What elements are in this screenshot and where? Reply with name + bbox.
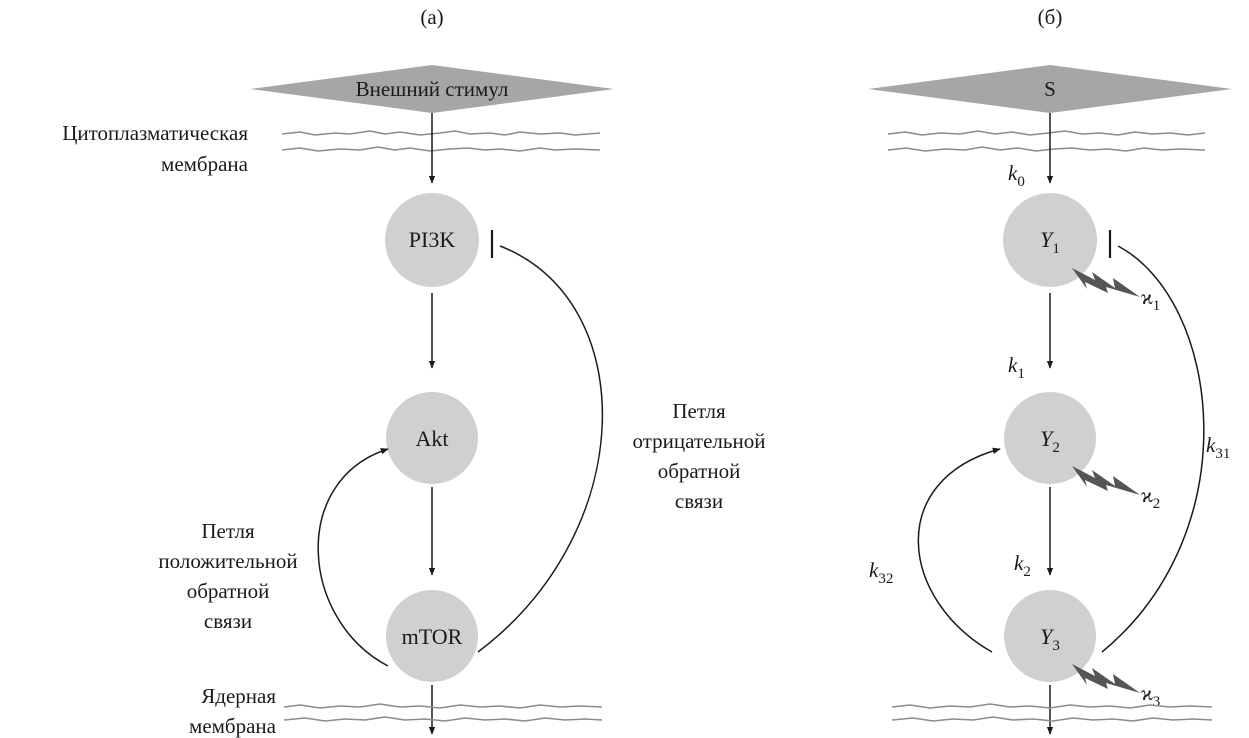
degradation-bolt-3 xyxy=(1072,664,1140,693)
cyto-membrane-label-2: мембрана xyxy=(161,152,249,176)
node-y3-label: Y3 xyxy=(1040,624,1060,654)
node-y2 xyxy=(1004,392,1096,484)
panel-a-caption: (а) xyxy=(420,5,443,29)
degradation-bolt-1 xyxy=(1072,268,1140,297)
negative-loop-label: Петля отрицательной обратной связи xyxy=(633,399,766,513)
svg-text:связи: связи xyxy=(675,489,723,513)
node-y3 xyxy=(1004,590,1096,682)
rate-k32: k32 xyxy=(869,558,893,587)
svg-text:Петля: Петля xyxy=(672,399,726,423)
svg-text:обратной: обратной xyxy=(187,579,270,603)
stimulus-label: Внешний стимул xyxy=(356,77,509,101)
rate-k31: k31 xyxy=(1206,433,1230,462)
kappa-1: ϰ1 xyxy=(1141,285,1160,314)
svg-text:Петля: Петля xyxy=(201,519,255,543)
svg-text:обратной: обратной xyxy=(658,459,741,483)
node-pi3k-label: PI3K xyxy=(409,227,456,252)
node-mtor-label: mTOR xyxy=(402,624,463,649)
panel-b-caption: (б) xyxy=(1038,5,1063,29)
membrane-top xyxy=(887,130,1206,152)
svg-text:отрицательной: отрицательной xyxy=(633,429,766,453)
rate-k0: k0 xyxy=(1008,161,1025,190)
rate-k1: k1 xyxy=(1008,353,1025,382)
node-y2-label: Y2 xyxy=(1040,426,1060,456)
svg-text:положительной: положительной xyxy=(158,549,297,573)
nuclear-membrane xyxy=(283,703,603,722)
kappa-2: ϰ2 xyxy=(1141,483,1160,512)
degradation-bolt-2 xyxy=(1072,466,1140,495)
membrane-bottom xyxy=(891,703,1213,722)
node-y1-label: Y1 xyxy=(1040,227,1060,257)
node-mtor xyxy=(386,590,478,682)
cytoplasmic-membrane xyxy=(281,130,601,152)
positive-feedback-arc-b xyxy=(917,447,1001,653)
node-akt xyxy=(386,392,478,484)
kappa-3: ϰ3 xyxy=(1141,681,1160,710)
stimulus-diamond xyxy=(250,65,614,113)
stimulus-s-label: S xyxy=(1044,77,1056,101)
nuc-membrane-label-1: Ядерная xyxy=(201,684,276,708)
rate-k2: k2 xyxy=(1014,551,1031,580)
positive-loop-label: Петля положительной обратной связи xyxy=(158,519,297,633)
svg-text:связи: связи xyxy=(204,609,252,633)
node-pi3k xyxy=(385,193,479,287)
negative-feedback-arc xyxy=(477,245,604,653)
node-akt-label: Akt xyxy=(416,426,449,451)
node-y1 xyxy=(1003,193,1097,287)
positive-feedback-arc xyxy=(317,448,389,667)
panel-a: (а) Внешний стимул Цитоплазматическая ме… xyxy=(62,5,765,738)
negative-feedback-arc-b xyxy=(1101,245,1205,653)
cyto-membrane-label-1: Цитоплазматическая xyxy=(62,121,248,145)
nuc-membrane-label-2: мембрана xyxy=(189,714,277,738)
panel-b: (б) S Y1 Y2 Y3 ϰ1 ϰ2 ϰ3 k0 k1 k2 k31 k32 xyxy=(868,5,1232,735)
stimulus-s-diamond xyxy=(868,65,1232,113)
